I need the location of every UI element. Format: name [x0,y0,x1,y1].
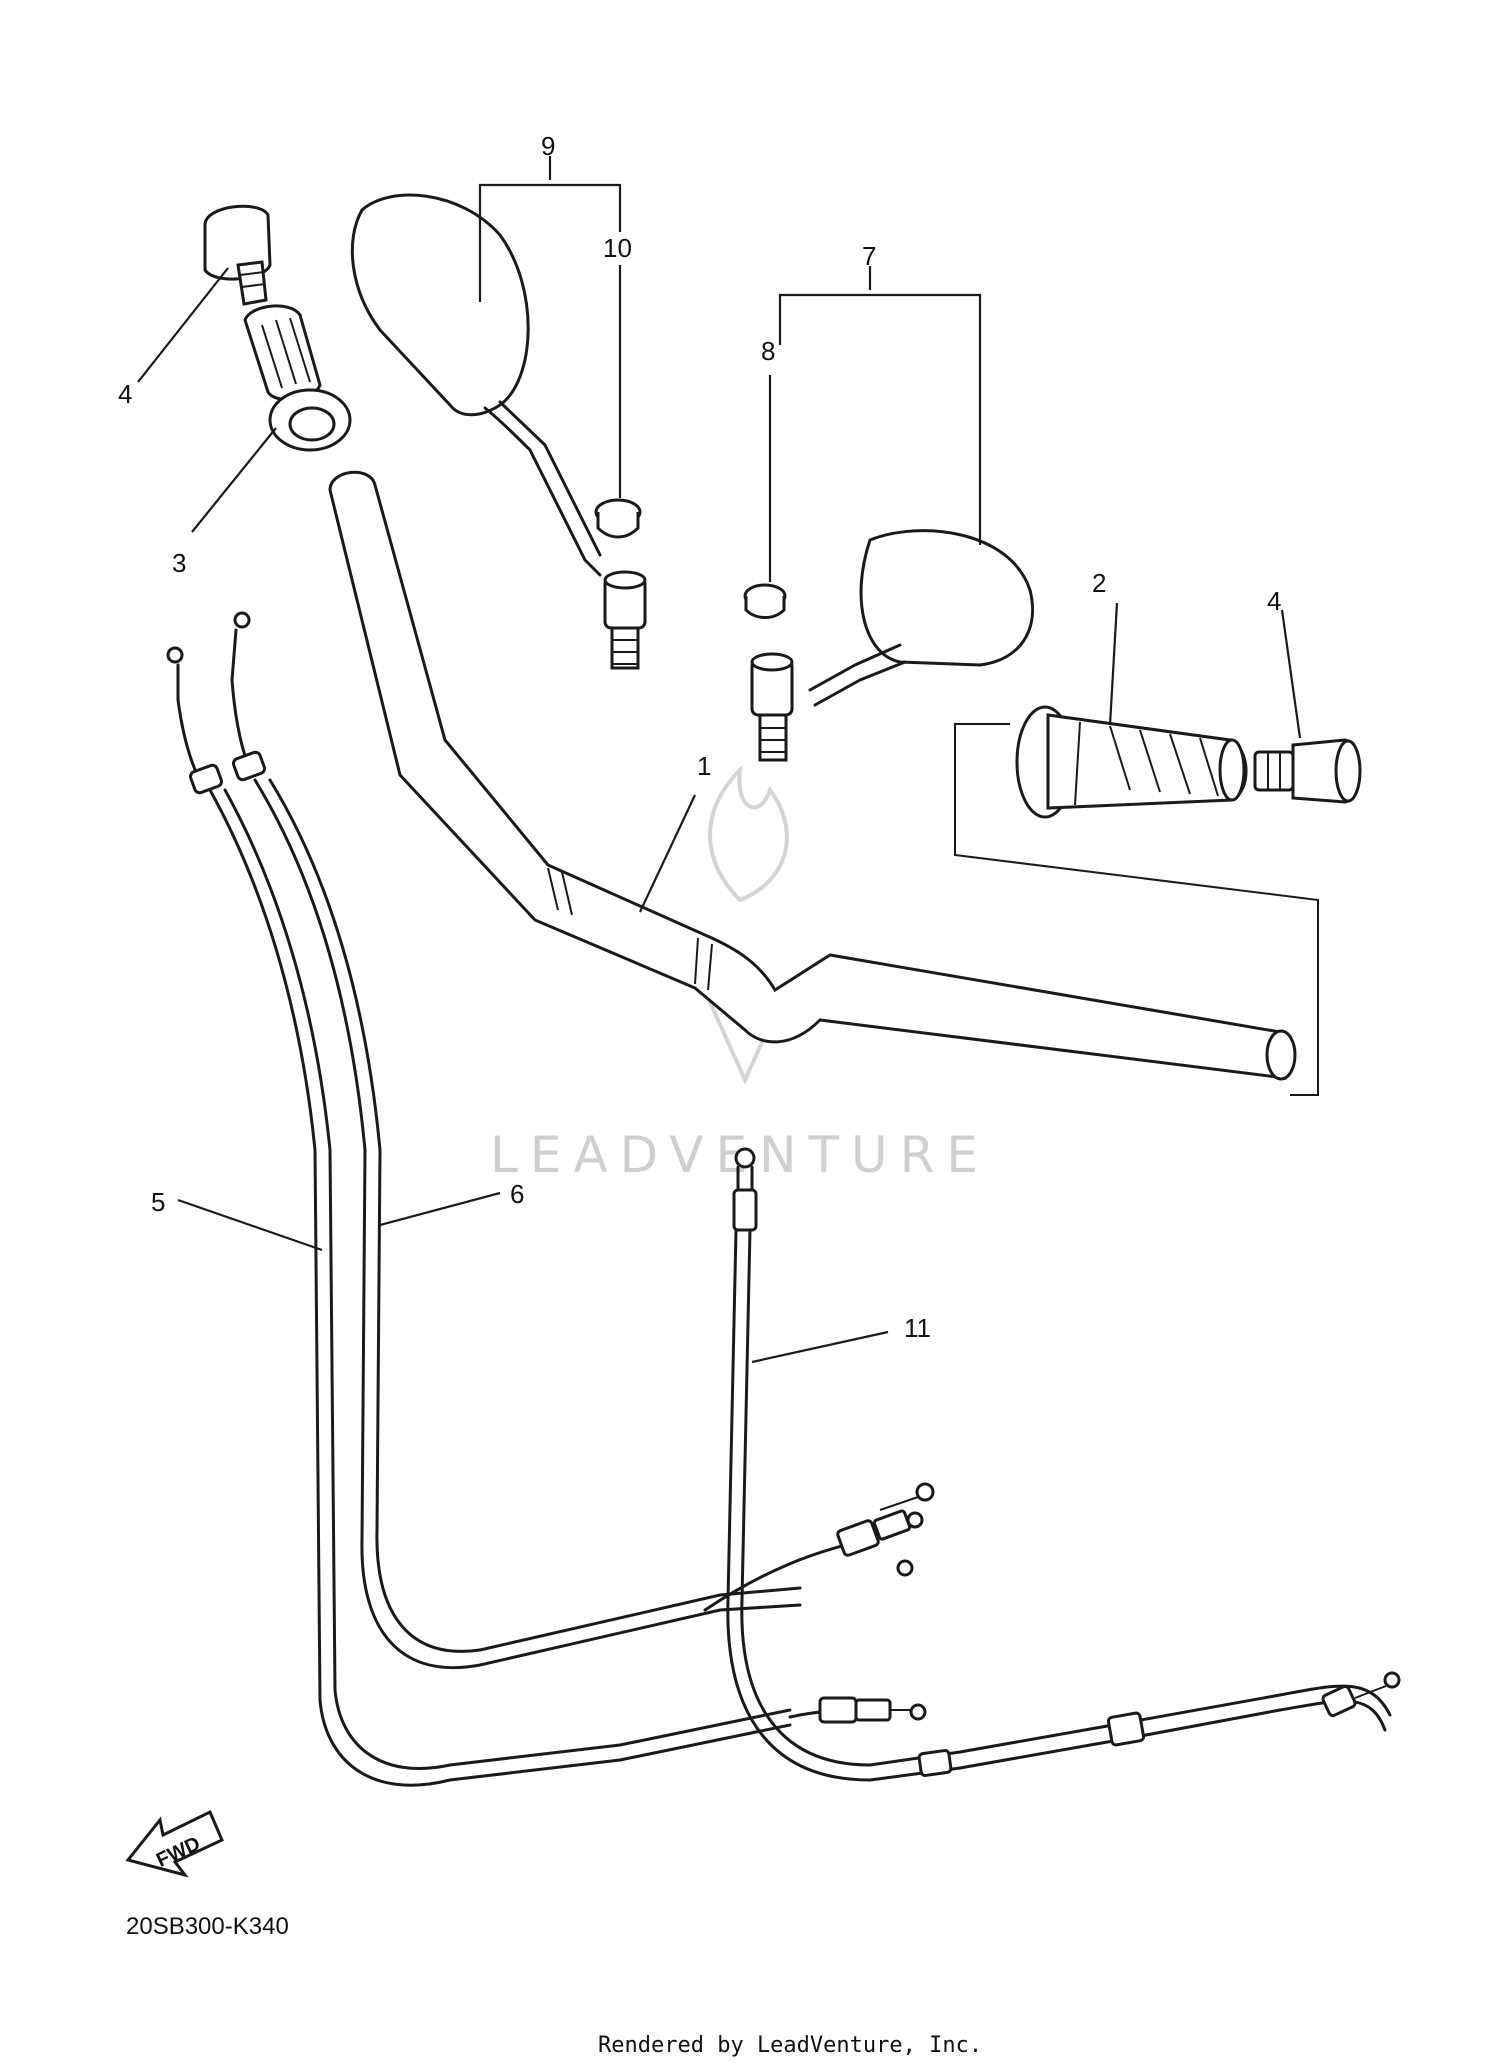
callout-1: 1 [697,751,711,781]
callout-11: 11 [904,1313,931,1343]
rendered-by: Rendered by LeadVenture, Inc. [598,2033,982,2058]
mirror-right [743,529,1035,762]
bar-end-weight-right [1253,738,1362,804]
watermark: LEADVENTURE [490,764,990,1184]
callout-4-right: 4 [1267,586,1281,616]
bar-end-weight-left [203,204,272,306]
fwd-arrow: FWD [125,1809,224,1878]
clutch-cable-5 [166,646,927,1787]
callout-7: 7 [862,241,876,271]
callout-9: 9 [541,131,555,161]
throttle-cable-6 [230,611,935,1670]
callout-10: 10 [603,233,632,263]
watermark-flame-icon [708,764,789,903]
leader-lines [137,156,1302,1364]
throttle-grip [243,304,352,452]
fwd-arrow-icon [125,1809,224,1878]
callout-5: 5 [151,1187,165,1217]
callout-2: 2 [1092,568,1106,598]
mirror-left [350,193,647,670]
callout-8: 8 [761,336,775,366]
handlebar [328,470,1297,1081]
grip-right [1015,705,1248,819]
diagram-code: 20SB300-K340 [126,1913,289,1940]
callout-3: 3 [172,548,186,578]
callout-6: 6 [510,1179,524,1209]
callout-4-left: 4 [118,379,132,409]
callouts: 1 2 3 4 4 5 6 7 8 9 10 11 [118,131,1281,1343]
watermark-text: LEADVENTURE [490,1126,990,1184]
grip-bracket [954,723,1319,1096]
cable-11 [726,1147,1401,1782]
